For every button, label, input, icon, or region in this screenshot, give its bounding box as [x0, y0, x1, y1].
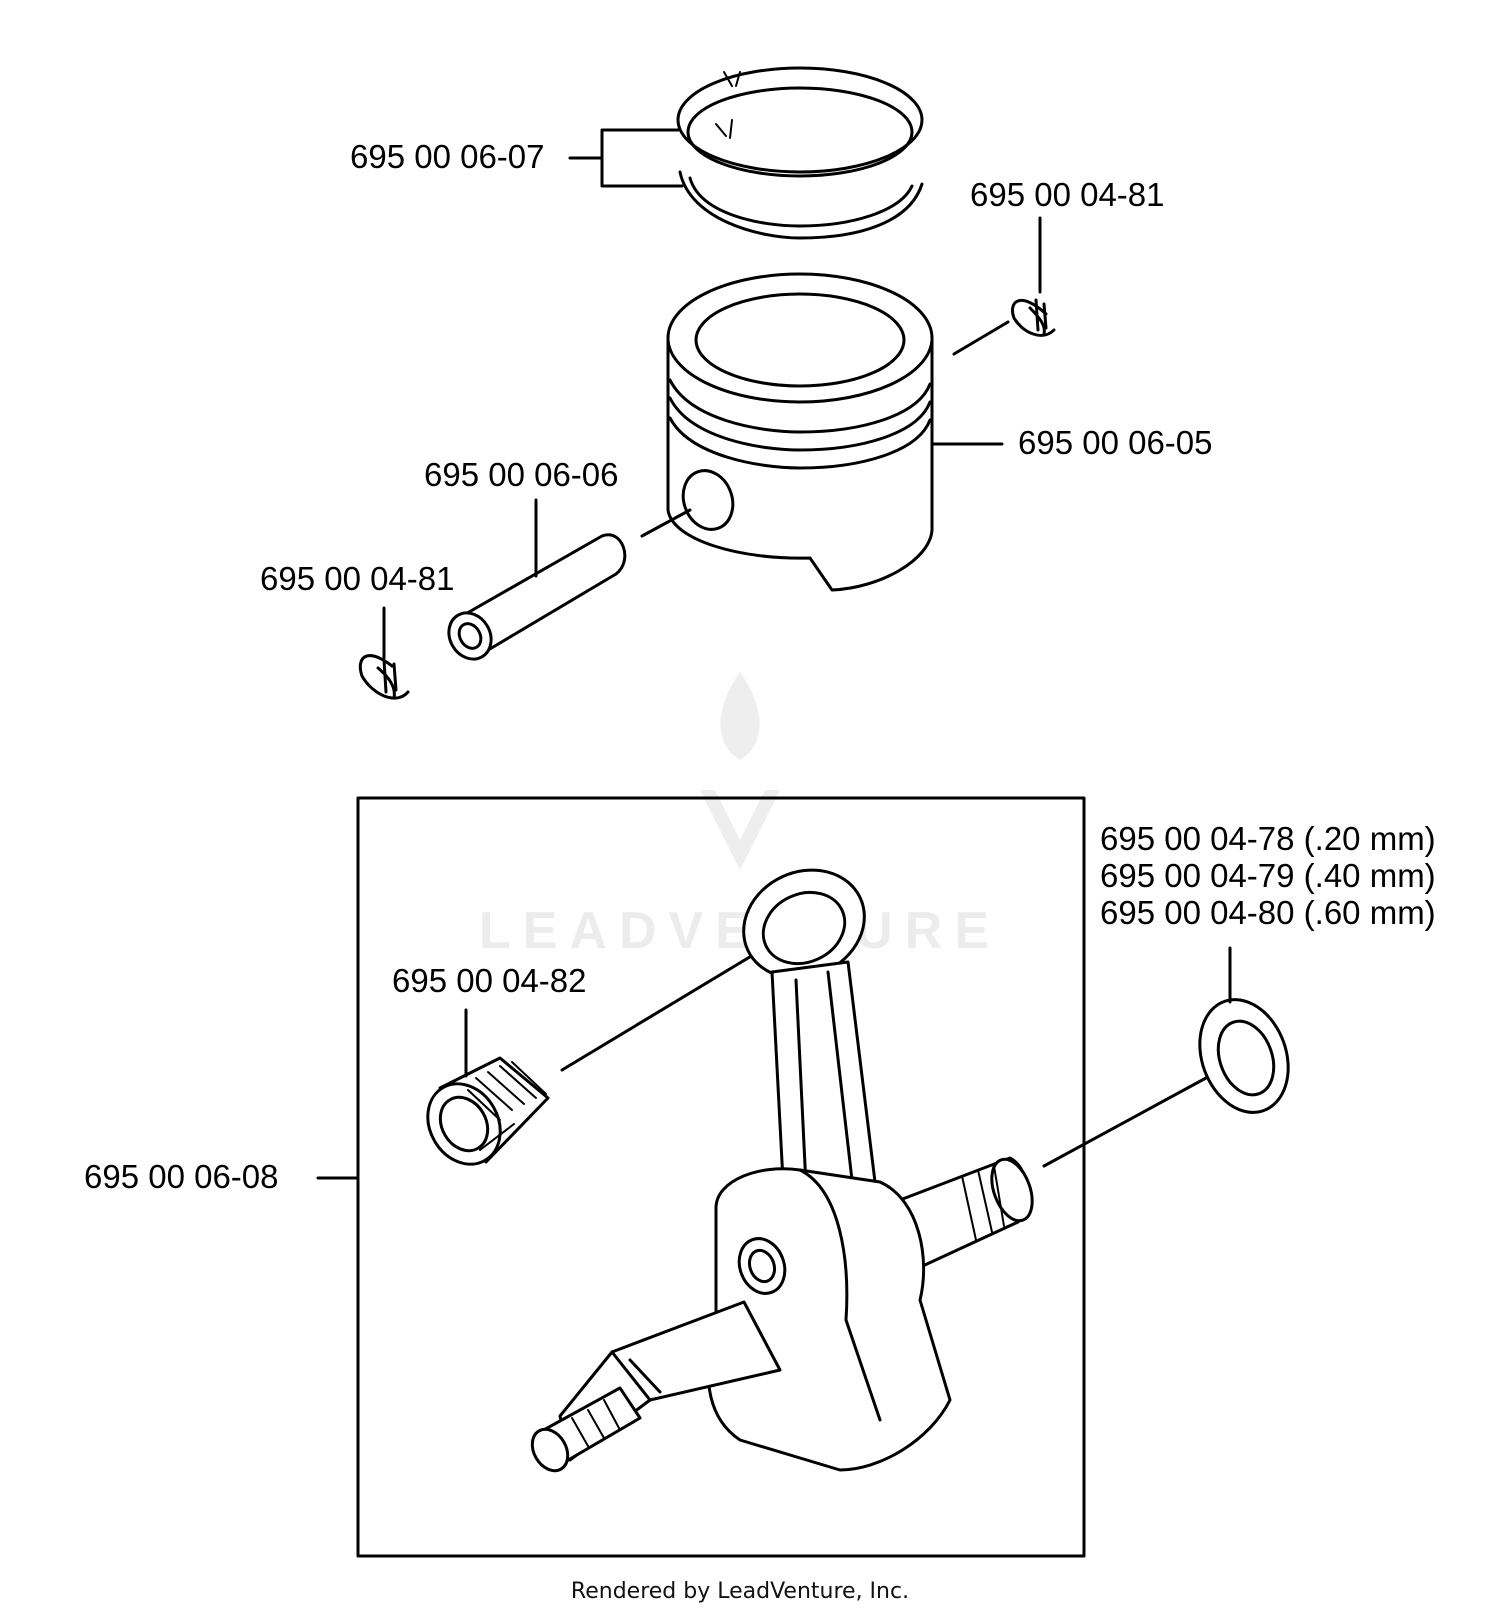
- shim-washer-drawing: [1042, 946, 1290, 1168]
- label-shim-060: 695 00 04-80 (.60 mm): [1100, 894, 1436, 931]
- circlip-right-drawing: [952, 216, 1056, 356]
- watermark-flame-icon: [720, 672, 760, 760]
- watermark-v-icon: [700, 790, 780, 870]
- label-needle-bearing: 695 00 04-82: [392, 962, 587, 999]
- crankshaft-drawing: [530, 868, 1034, 1473]
- footer-credit: Rendered by LeadVenture, Inc.: [571, 1579, 909, 1604]
- circlip-left-drawing: [358, 606, 410, 700]
- label-crankshaft-assembly: 695 00 06-08: [84, 1158, 279, 1195]
- label-piston-rings: 695 00 06-07: [350, 138, 545, 175]
- label-piston: 695 00 06-05: [1018, 424, 1213, 461]
- label-shim-020: 695 00 04-78 (.20 mm): [1100, 820, 1436, 857]
- label-piston-pin: 695 00 06-06: [424, 456, 619, 493]
- label-circlip-left: 695 00 04-81: [260, 560, 455, 597]
- needle-bearing-drawing: [426, 944, 770, 1166]
- label-circlip-right: 695 00 04-81: [970, 176, 1165, 213]
- piston-drawing: [666, 272, 1004, 592]
- watermark-text: LEADVENTURE: [479, 902, 1001, 960]
- label-shim-040: 695 00 04-79 (.40 mm): [1100, 857, 1436, 894]
- piston-rings-drawing: [568, 66, 924, 240]
- piston-pin-drawing: [447, 498, 692, 661]
- watermark: LEADVENTURE: [479, 672, 1001, 960]
